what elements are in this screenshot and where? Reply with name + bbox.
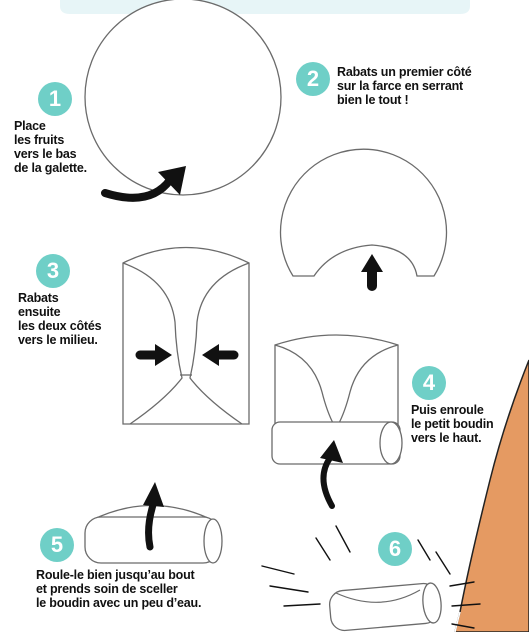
orange-decoration bbox=[455, 360, 529, 632]
step4-arrow bbox=[323, 458, 332, 506]
step-1-caption: Place les fruits vers le bas de la galet… bbox=[14, 119, 87, 175]
step-badge-5: 5 bbox=[40, 528, 74, 562]
step-4-caption: Puis enroule le petit boudin vers le hau… bbox=[411, 403, 493, 445]
galette-sides-folded bbox=[123, 248, 249, 425]
step5-roll-end bbox=[204, 519, 222, 563]
galette-circle bbox=[85, 0, 281, 195]
top-banner bbox=[60, 0, 470, 14]
step-badge-2: 2 bbox=[296, 62, 330, 96]
step-badge-1: 1 bbox=[38, 82, 72, 116]
galette-folded-once bbox=[281, 149, 447, 276]
step-2-caption: Rabats un premier côté sur la farce en s… bbox=[337, 65, 472, 107]
step-5-caption: Roule-le bien jusqu’au bout et prends so… bbox=[36, 568, 201, 610]
step2-arrowhead bbox=[361, 254, 383, 272]
step-badge-6: 6 bbox=[378, 532, 412, 566]
step5-arrow bbox=[149, 505, 153, 547]
step4-roll-end bbox=[380, 422, 402, 464]
step-3-caption: Rabats ensuite les deux côtés vers le mi… bbox=[18, 291, 101, 347]
step5-arrowhead bbox=[143, 482, 164, 507]
step-badge-4: 4 bbox=[412, 366, 446, 400]
galette-rolling bbox=[275, 335, 398, 430]
step-badge-3: 3 bbox=[36, 254, 70, 288]
